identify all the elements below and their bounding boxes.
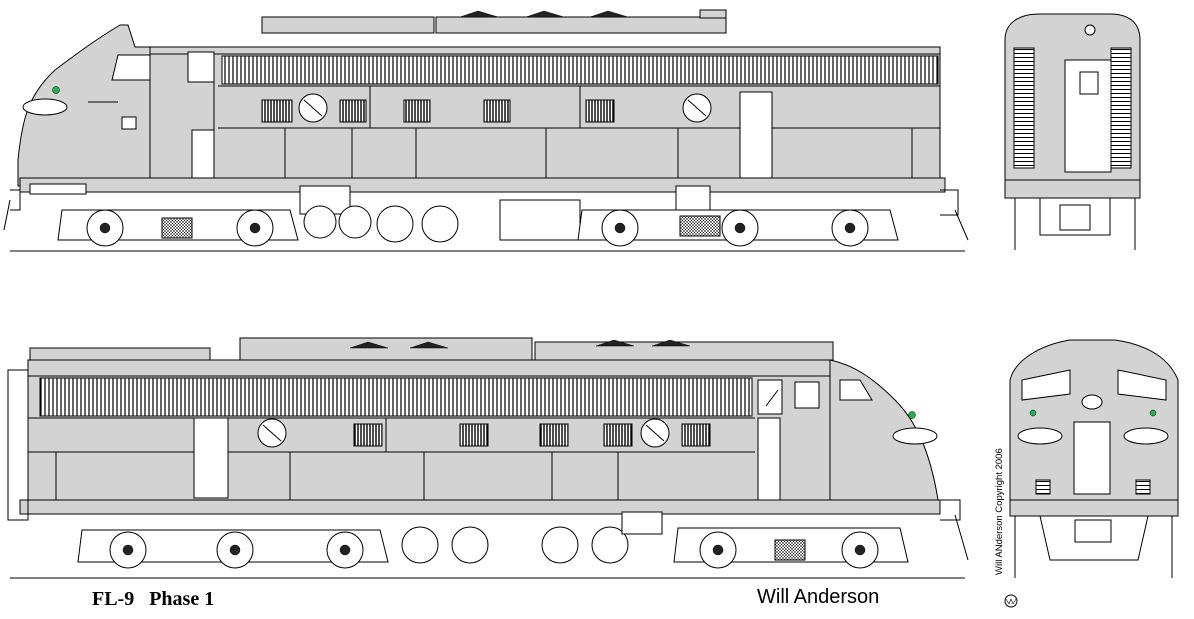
air-reservoir-4: [421, 205, 459, 243]
truck-b-right: [673, 527, 909, 569]
front-vent-right: [1135, 479, 1151, 495]
truck-b-left: [77, 529, 389, 569]
end-view-rear: [1004, 13, 1141, 250]
cab-side-window-b: [757, 379, 783, 415]
nose-door: [1073, 421, 1111, 495]
rear-louvers-left: [1013, 47, 1035, 169]
grill-3: [403, 99, 431, 123]
windshield-left: [1021, 369, 1071, 401]
cab-side-window: [187, 51, 215, 83]
upper-louver-band-b: [39, 377, 753, 417]
front-vent-left: [1035, 479, 1051, 495]
rear-coupler: [940, 189, 969, 241]
front-coupler-end: [1074, 519, 1112, 543]
grill-b2: [459, 423, 489, 447]
reservoir-b2: [451, 526, 489, 564]
battery-box: [675, 185, 711, 211]
grill-b4: [603, 423, 633, 447]
grill-4: [483, 99, 511, 123]
truck-rear-a: [577, 209, 899, 247]
side-view-a-end: [3, 9, 969, 252]
nose-headlight-b: [892, 427, 938, 445]
grill-b3: [539, 423, 569, 447]
cab-window-b2: [794, 381, 820, 409]
ditch-light-left: [1017, 427, 1063, 445]
reservoir-b4: [591, 526, 629, 564]
battery-box-b: [621, 511, 663, 535]
rear-louvers-right: [1110, 47, 1132, 169]
underframe-b: [19, 499, 941, 515]
front-pilot-top: [1009, 499, 1179, 517]
engine-room-door: [739, 91, 773, 181]
drawing-title: FL-9 Phase 1: [92, 588, 215, 610]
windshield-right: [1117, 369, 1167, 401]
marker-light: [52, 86, 60, 94]
roof-horn-box: [699, 9, 727, 19]
nose-headlight-housing: [22, 98, 68, 116]
air-reservoir-2: [338, 205, 372, 239]
roof-fans: [459, 10, 629, 18]
reservoir-b3: [541, 526, 579, 564]
roof-hatch-b1: [29, 347, 211, 361]
rear-light: [1084, 24, 1096, 36]
air-reservoir-1: [303, 205, 337, 239]
grill-b5: [681, 423, 711, 447]
roof-hatch-2: [435, 16, 727, 34]
panel-seams: [284, 86, 913, 186]
fuel-tank: [499, 199, 581, 241]
marker-right: [1149, 409, 1157, 417]
panel-seams-b: [55, 418, 619, 500]
end-view-front: [1009, 339, 1179, 578]
underframe: [19, 177, 946, 193]
roof-hatch-1: [261, 16, 435, 34]
air-reservoir-3: [376, 205, 414, 243]
copyright-note: Will ANderson Copyright 2006: [994, 448, 1005, 575]
pilot-step: [29, 183, 87, 195]
cab-door-b: [757, 417, 781, 501]
nose-number-box: [121, 116, 137, 130]
roof-hatch-b2: [239, 337, 533, 361]
roof-fans-b: [349, 339, 691, 349]
rear-coupler-end: [1059, 204, 1091, 231]
rear-diaphragm-b: [7, 369, 29, 521]
grill-2: [339, 99, 367, 123]
grill-5: [585, 99, 615, 123]
upper-louver-band: [221, 55, 939, 85]
artist-monogram: [1004, 594, 1018, 608]
grill-1: [261, 99, 293, 123]
rear-underframe: [1004, 179, 1141, 199]
front-coupler-b: [940, 499, 969, 561]
front-headlight: [1081, 394, 1103, 410]
side-view-b-end: [7, 337, 969, 579]
ditch-light-right: [1123, 427, 1169, 445]
front-coupler: [3, 189, 21, 231]
rear-door-window: [1079, 71, 1099, 95]
grill-b1: [353, 423, 383, 447]
reservoir-b1: [401, 526, 439, 564]
cab-windshield: [111, 54, 151, 81]
front-pilot: [1014, 515, 1173, 578]
artist-signature: Will Anderson: [757, 586, 880, 608]
truck-front-a: [57, 209, 299, 247]
engine-room-door-b: [193, 417, 229, 499]
marker-light-b: [908, 411, 916, 419]
marker-left: [1029, 409, 1037, 417]
cab-door: [191, 129, 215, 181]
rear-steps: [1014, 198, 1136, 250]
windshield-b: [839, 379, 873, 401]
